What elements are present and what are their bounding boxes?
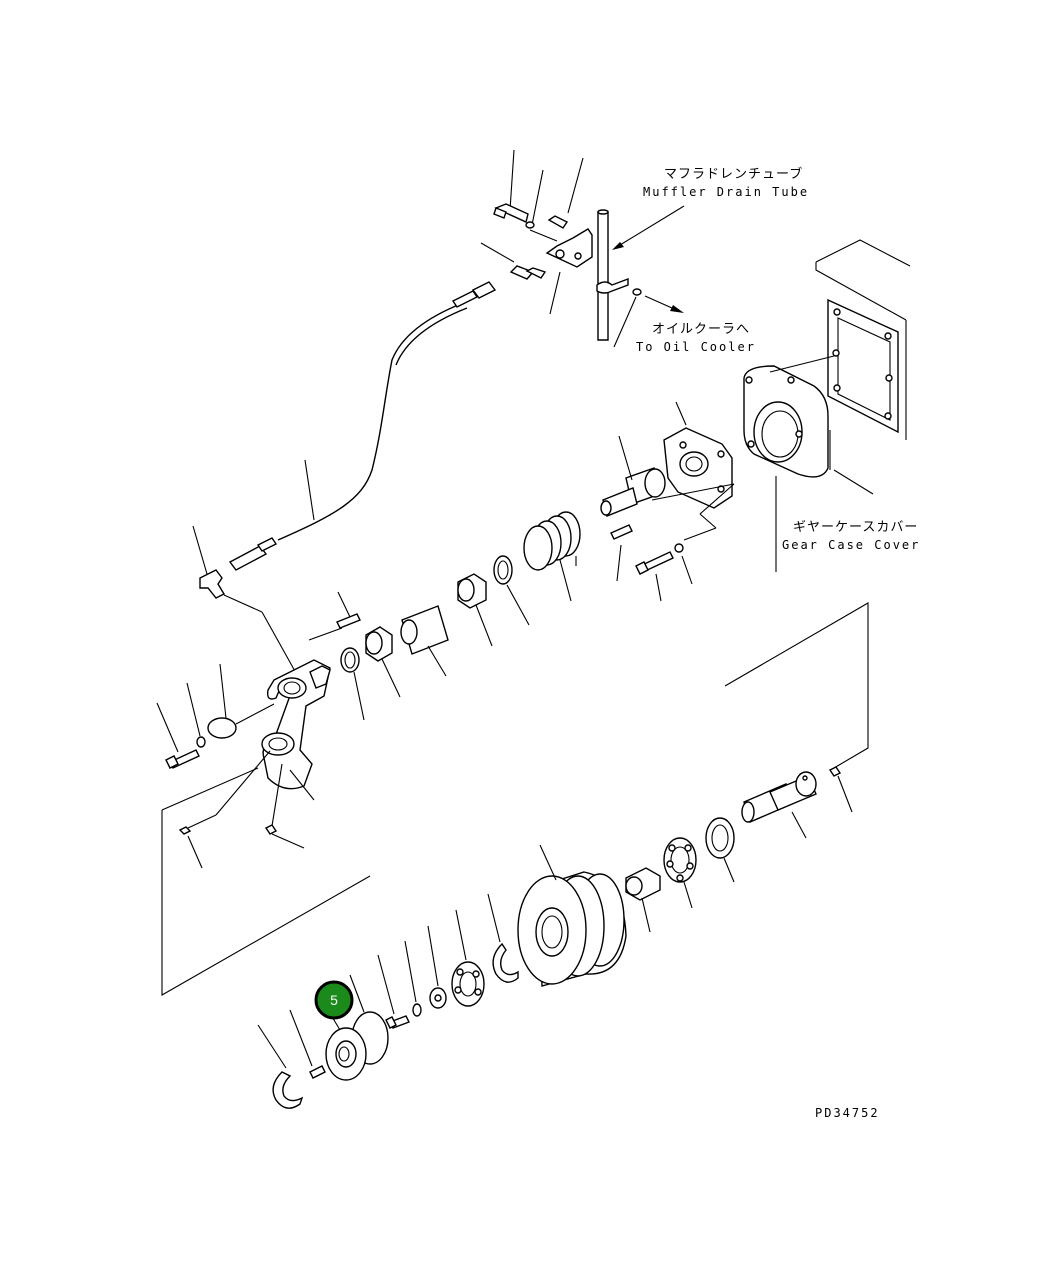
muffler-drain-tube-assembly <box>192 149 685 674</box>
gear-case-cover-jp-label: ギヤーケースカバー <box>793 520 918 535</box>
drawing-number: PD34752 <box>815 1106 880 1120</box>
muffler-drain-tube-jp-label: マフラドレンチューブ <box>664 166 803 182</box>
callout-number: 5 <box>330 992 338 1008</box>
tension-arm <box>156 659 371 996</box>
gear-case-cover-label: Gear Case Cover <box>782 538 920 552</box>
to-oil-cooler-jp-label: オイルクーラへ <box>652 322 750 337</box>
shaft-assembly <box>308 401 735 721</box>
pulley-assembly <box>257 844 627 1109</box>
callout-circle[interactable] <box>314 980 354 1020</box>
muffler-drain-tube-label: Muffler Drain Tube <box>643 185 809 199</box>
annotation-labels: マフラドレンチューブ Muffler Drain Tube オイルクーラへ To… <box>636 166 920 1120</box>
callout-5[interactable]: 5 <box>314 980 354 1020</box>
to-oil-cooler-label: To Oil Cooler <box>636 340 756 354</box>
gear-case-cover <box>743 239 911 572</box>
shaft-frame <box>625 602 869 933</box>
